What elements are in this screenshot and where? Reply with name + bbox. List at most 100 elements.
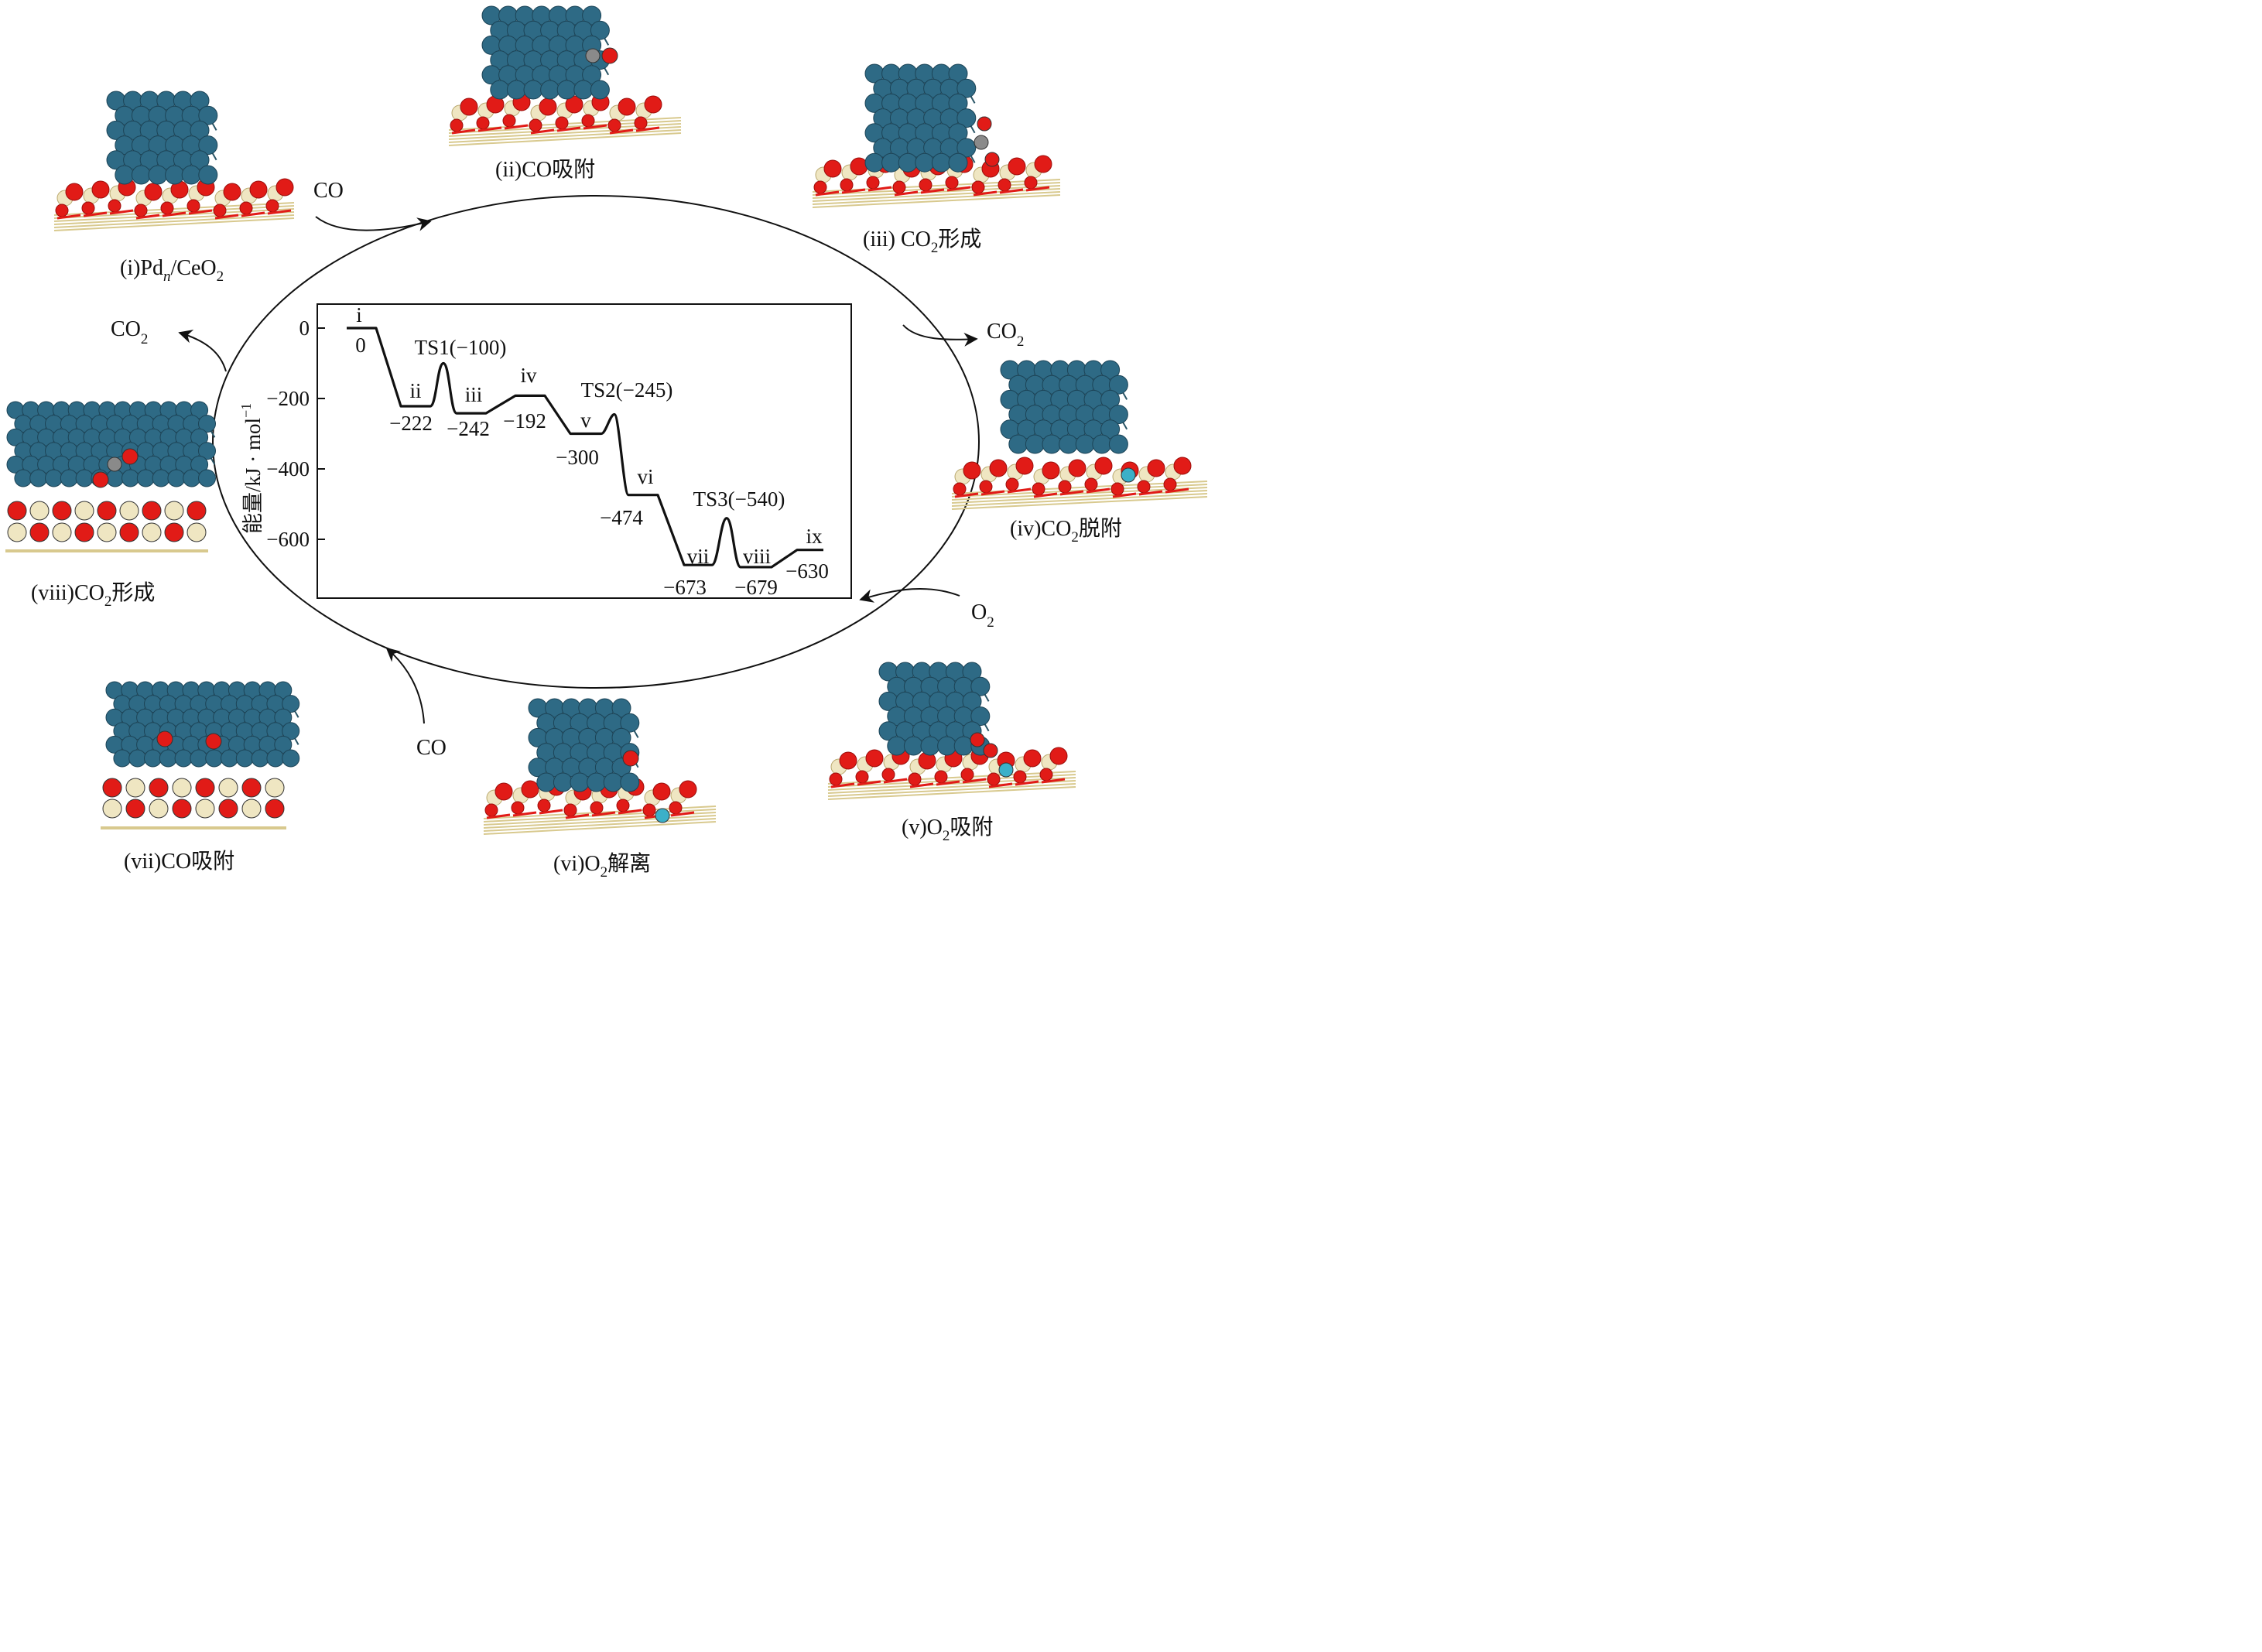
pd-atom [14,469,33,487]
oxygen-atom [265,799,285,819]
oxygen-atom [460,97,478,116]
support-bond [1112,492,1137,498]
arrow-co-in-bottom: CO [385,647,447,760]
pd-atom [1108,375,1128,395]
oxygen-atom [52,501,72,521]
pd-atom [948,63,968,84]
pd-atom [274,708,293,727]
oxygen-atom [563,803,577,817]
support-bond [999,188,1024,194]
structure-i [53,91,295,231]
pd-atom [190,455,209,474]
arrow-co2-out-right: CO2 [902,320,1024,350]
pd-atom [1025,434,1045,454]
pd-atom [898,152,918,173]
y-tick-label: −600 [266,528,310,551]
oxygen-atom [537,799,551,812]
oxygen-atom [1008,157,1026,176]
oxygen-atom [275,178,294,197]
pd-atom [1075,434,1095,454]
structure-vii [101,681,300,829]
y-tick-label: 0 [299,316,310,340]
oxygen-atom [565,95,583,114]
support-bond [53,202,295,216]
pd-atom [590,20,610,40]
oxygen-atom [1084,477,1098,491]
pd-atom [962,691,982,711]
oxygen-atom [1005,477,1019,491]
oxygen-atom [1110,482,1124,496]
ce-atom [7,522,27,542]
pd-atom [167,469,186,487]
pd-atom [956,138,977,158]
pd-atom [45,469,63,487]
oxygen-atom [81,201,95,215]
oxygen-atom [607,118,621,132]
oxygen-atom [265,199,279,213]
support-bond [448,132,682,146]
oxygen-atom [156,730,173,747]
support-bond [920,188,945,194]
pd-atom [553,772,573,792]
reaction-cycle-ellipse [212,195,980,689]
co-in-label-2: CO [416,736,447,760]
pd-atom [603,772,623,792]
support-bond [830,782,855,788]
structure-viii [5,401,216,552]
caption-i: (i)Pdn/CeO2 [120,256,224,285]
oxygen-atom [97,501,117,521]
pd-atom [582,65,602,85]
oxygen-atom [450,118,464,132]
support-bond [477,126,502,132]
oxygen-atom [865,749,884,768]
oxygen-atom [908,772,922,786]
oxygen-atom [187,501,207,521]
caption-iv: (iv)CO2脱附 [1010,516,1122,546]
state-label-ii: ii [409,379,421,402]
oxygen-atom [142,501,162,521]
oxygen-atom [1042,461,1060,480]
pd-atom [148,165,168,185]
support-bond [812,191,1061,205]
oxygen-atom [1032,482,1045,496]
oxygen-atom [121,448,139,465]
support-bond [841,188,866,194]
co-in-label-1: CO [313,179,344,203]
support-bond [670,811,695,817]
oxygen-atom [164,522,184,542]
pd-atom [948,93,968,113]
co2-out-label-2: CO2 [111,317,148,347]
caption-v: (v)O2吸附 [902,815,993,844]
pd-atom [29,469,48,487]
oxygen-atom [866,176,880,190]
support-bond [973,190,998,197]
pd-atom [1108,434,1128,454]
pd-atom [556,80,577,100]
oxygen-atom [813,180,827,194]
energy-plot-frame [317,303,852,599]
oxygen-atom [1013,770,1027,784]
support-bond [954,492,979,498]
state-label-vi: vi [637,465,653,488]
support-bond [988,782,1013,788]
pd-atom [282,722,300,740]
oxygen-atom [945,176,959,190]
energy-profile-line [347,327,823,569]
support-bond [980,490,1005,496]
pd-atom [506,80,526,100]
support-bond [1086,487,1110,494]
oxygen-atom [953,482,967,496]
pd-atom [144,749,162,768]
oxygen-atom [1137,480,1151,494]
pd-atom [282,749,300,768]
support-bond [1007,487,1032,494]
structure-iv [951,360,1208,510]
caption-viii: (viii)CO2形成 [31,580,155,610]
oxygen-atom [829,772,843,786]
support-bond [962,778,987,784]
oxygen-atom [1039,768,1053,782]
pd-atom [590,80,610,100]
pd-atom [274,681,293,699]
oxygen-atom [850,157,868,176]
pd-atom [956,108,977,128]
